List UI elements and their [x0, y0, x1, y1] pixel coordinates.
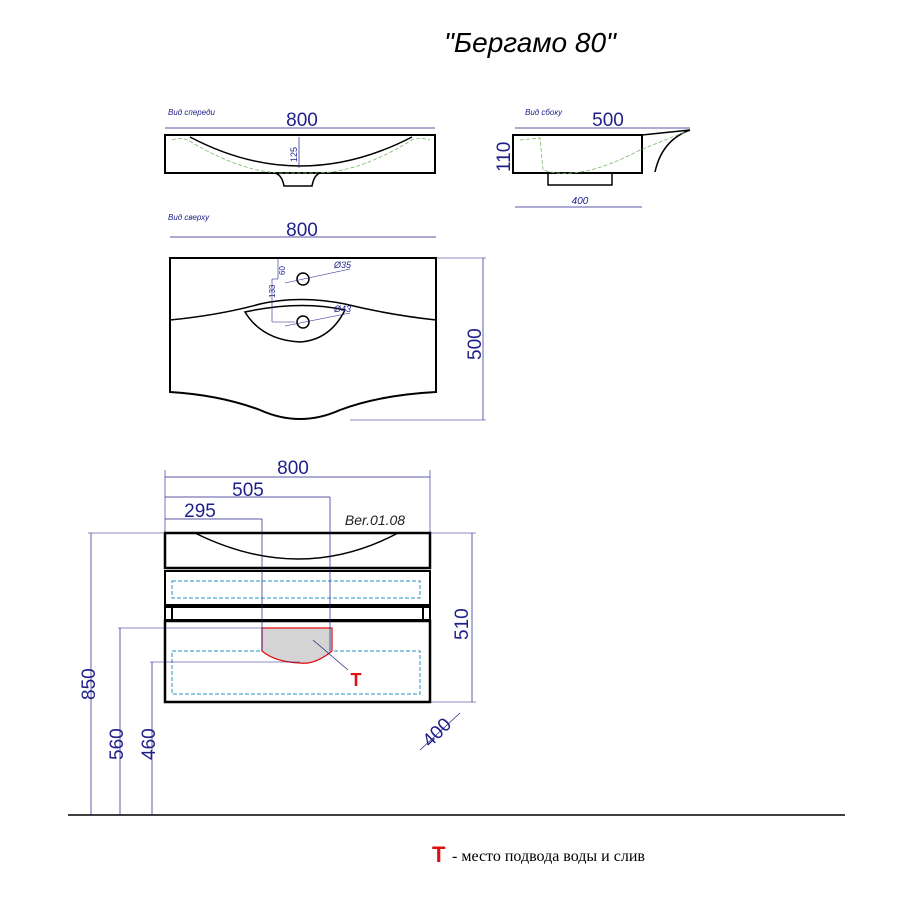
- legend-text: - место подвода воды и слив: [452, 848, 645, 865]
- side-length-dim: 500: [592, 110, 624, 131]
- hole2-offset: 133: [268, 284, 277, 298]
- hole1-offset: 60: [278, 266, 287, 275]
- front-view-label: Вид спереди: [168, 108, 216, 117]
- top-view-label: Вид сверху: [168, 213, 210, 222]
- side-base-dim: 400: [572, 196, 589, 207]
- cabinet-width-dim: 800: [277, 458, 309, 479]
- cabinet-height-dim: 510: [452, 608, 473, 640]
- water-supply-marker: T: [351, 670, 362, 690]
- side-view: Вид сбоку 500 110 400: [494, 108, 691, 208]
- legend: Т - место подвода воды и слив: [432, 842, 645, 867]
- cabinet-view: 800 505 295 Ber.01.08 T 850 560 460 510: [79, 458, 476, 815]
- height-560-dim: 560: [107, 728, 128, 760]
- model-code: Ber.01.08: [345, 512, 405, 528]
- front-width-dim: 800: [286, 110, 318, 131]
- offset-505-dim: 505: [232, 480, 264, 501]
- offset-295-dim: 295: [184, 501, 216, 522]
- side-height-dim: 110: [494, 142, 515, 172]
- front-view: Вид спереди 800 125: [164, 108, 436, 187]
- title: "Бергамо 80": [444, 27, 617, 58]
- front-depth-dim: 125: [289, 147, 299, 162]
- top-view: Вид сверху 800 Ø35 Ø43 60 133 500: [168, 213, 486, 421]
- legend-marker: Т: [432, 842, 446, 867]
- height-460-dim: 460: [139, 728, 160, 760]
- hole1-diameter: Ø35: [333, 260, 352, 270]
- hole2-diameter: Ø43: [333, 304, 351, 314]
- height-850-dim: 850: [79, 668, 100, 700]
- top-width-dim: 800: [286, 220, 318, 241]
- side-view-label: Вид сбоку: [525, 108, 563, 117]
- top-length-dim: 500: [465, 328, 486, 360]
